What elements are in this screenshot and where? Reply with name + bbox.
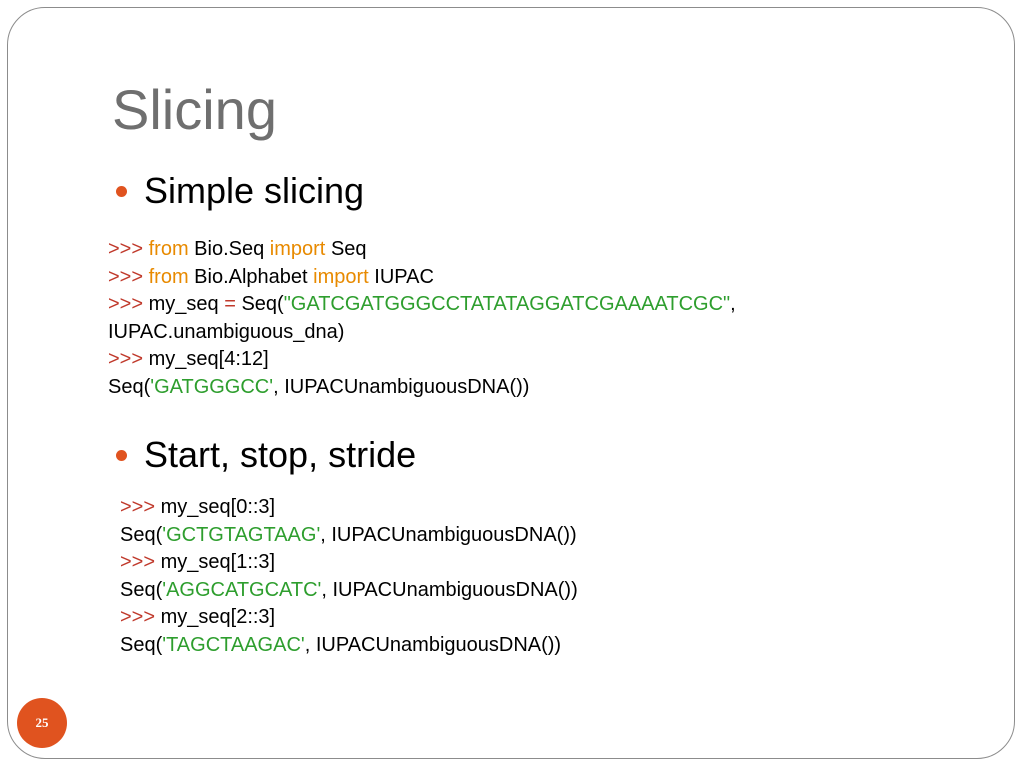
code-line: Seq('GATGGGCC', IUPACUnambiguousDNA()) <box>108 374 736 402</box>
code-line: Seq('GCTGTAGTAAG', IUPACUnambiguousDNA()… <box>120 522 578 550</box>
code-string: 'TAGCTAAGAC' <box>162 633 305 656</box>
bullet-start-stop-stride: Start, stop, stride <box>116 437 416 473</box>
code-text: , <box>730 293 736 315</box>
code-text: my_seq[0::3] <box>160 496 276 518</box>
code-text: Seq( <box>108 375 151 398</box>
code-prompt: >>> <box>108 238 144 260</box>
code-keyword: from <box>148 265 189 288</box>
code-text: Seq( <box>241 293 284 315</box>
code-text: Seq( <box>120 578 163 601</box>
code-text: Seq( <box>120 523 163 546</box>
code-keyword: from <box>148 238 189 260</box>
bullet-label: Start, stop, stride <box>144 434 417 475</box>
code-prompt: >>> <box>108 265 144 288</box>
code-prompt: >>> <box>120 551 156 573</box>
code-string: "GATCGATGGGCCTATATAGGATCGAAAATCGC" <box>283 293 731 315</box>
code-text: , IUPACUnambiguousDNA()) <box>321 578 578 601</box>
bullet-label: Simple slicing <box>144 170 365 211</box>
code-text: my_seq[4:12] <box>148 348 269 370</box>
code-text: my_seq[1::3] <box>160 551 276 573</box>
code-line: >>> my_seq = Seq("GATCGATGGGCCTATATAGGAT… <box>108 291 736 319</box>
code-line: >>> my_seq[1::3] <box>120 549 578 577</box>
code-block-stride: >>> my_seq[0::3]Seq('GCTGTAGTAAG', IUPAC… <box>120 494 578 659</box>
code-string: 'AGGCATGCATC' <box>162 578 322 601</box>
code-operator: = <box>224 293 236 315</box>
code-keyword: import <box>269 238 326 260</box>
code-text: my_seq[2::3] <box>160 606 276 628</box>
code-text: IUPAC.unambiguous_dna) <box>108 320 345 343</box>
bullet-simple-slicing: Simple slicing <box>116 173 364 209</box>
bullet-dot-icon <box>116 449 127 461</box>
code-text: Seq <box>330 238 367 260</box>
code-line: >>> my_seq[2::3] <box>120 604 578 632</box>
code-text: , IUPACUnambiguousDNA()) <box>320 523 577 546</box>
code-line: IUPAC.unambiguous_dna) <box>108 319 736 347</box>
code-string: 'GATGGGCC' <box>150 375 274 398</box>
code-prompt: >>> <box>108 348 144 370</box>
code-text: , IUPACUnambiguousDNA()) <box>273 375 530 398</box>
code-text: Seq( <box>120 633 163 656</box>
code-line: Seq('TAGCTAAGAC', IUPACUnambiguousDNA()) <box>120 632 578 660</box>
code-string: 'GCTGTAGTAAG' <box>162 523 321 546</box>
code-line: >>> my_seq[4:12] <box>108 346 736 374</box>
slide-title: Slicing <box>112 78 277 141</box>
slide-frame <box>7 7 1015 759</box>
code-line: >>> my_seq[0::3] <box>120 494 578 522</box>
code-line: >>> from Bio.Alphabet import IUPAC <box>108 264 736 292</box>
code-text: my_seq <box>148 293 219 315</box>
bullet-dot-icon <box>116 185 127 197</box>
code-prompt: >>> <box>108 293 144 315</box>
code-text: , IUPACUnambiguousDNA()) <box>304 633 562 656</box>
code-line: Seq('AGGCATGCATC', IUPACUnambiguousDNA()… <box>120 577 578 605</box>
code-prompt: >>> <box>120 496 156 518</box>
code-keyword: import <box>313 265 369 288</box>
code-block-simple-slicing: >>> from Bio.Seq import Seq>>> from Bio.… <box>108 236 736 401</box>
code-prompt: >>> <box>120 606 156 628</box>
code-text: IUPAC <box>374 265 434 288</box>
code-line: >>> from Bio.Seq import Seq <box>108 236 736 264</box>
code-text: Bio.Seq <box>194 238 265 260</box>
page-number-badge: 25 <box>17 698 67 748</box>
code-text: Bio.Alphabet <box>194 265 308 288</box>
